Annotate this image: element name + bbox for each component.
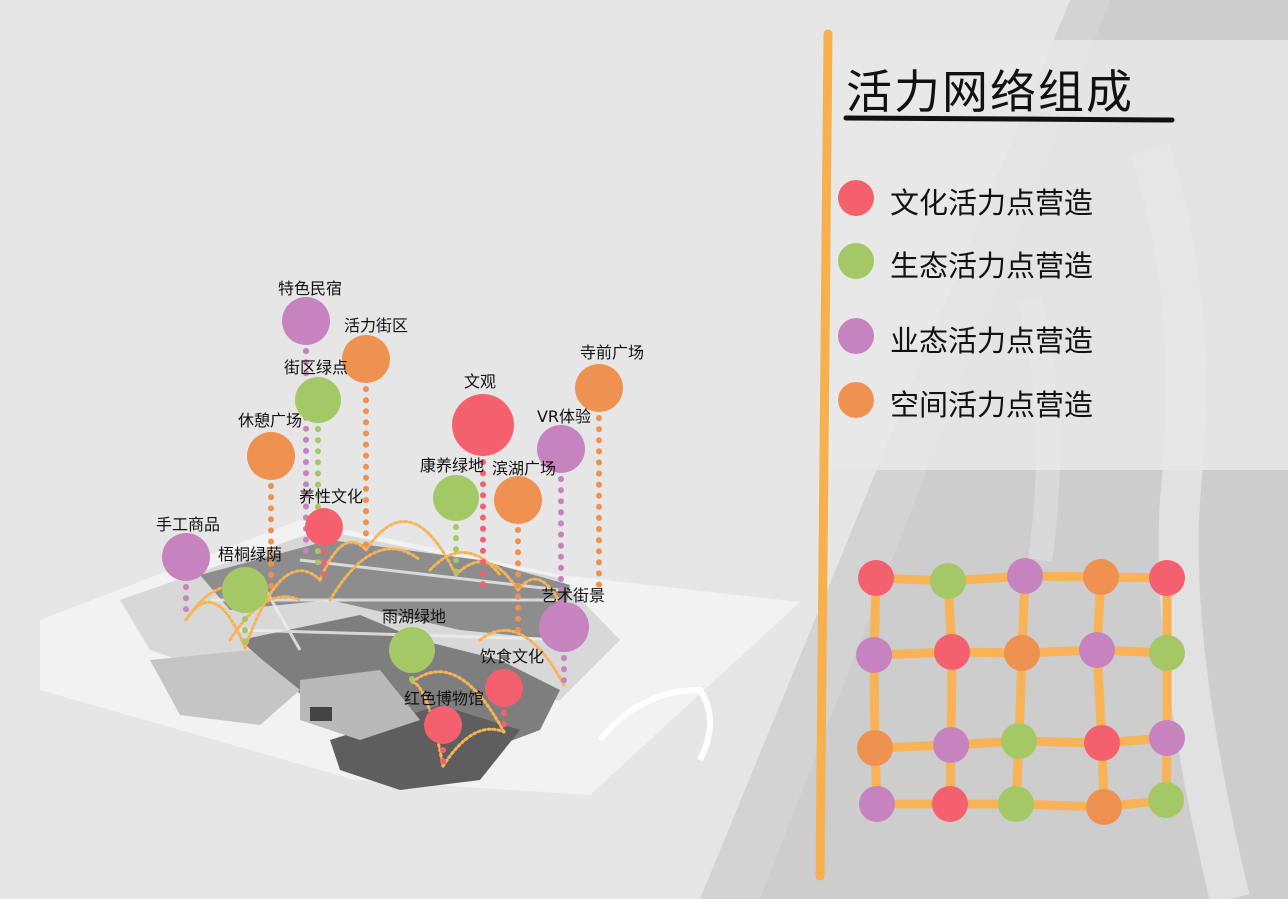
legend-dot-business — [838, 318, 874, 354]
grid-node-business — [1149, 720, 1185, 756]
map-point-space — [575, 364, 623, 412]
map-point-space — [342, 335, 390, 383]
map-point-label: VR体验 — [537, 407, 591, 426]
grid-node-business — [933, 727, 969, 763]
legend-dot-space — [838, 382, 874, 418]
legend-dot-culture — [838, 180, 874, 216]
map-point-culture — [424, 706, 462, 744]
grid-node-ecology — [1148, 782, 1184, 818]
network-arc — [410, 670, 506, 734]
network-arc — [516, 577, 563, 607]
network-arc — [228, 595, 302, 642]
network-arc — [428, 551, 502, 577]
map-point-label: 手工商品 — [156, 515, 220, 534]
map-point-business — [282, 297, 330, 345]
map-point-label: 梧桐绿荫 — [218, 545, 282, 564]
grid-node-business — [856, 637, 892, 673]
network-grid — [856, 558, 1185, 825]
grid-node-business — [859, 786, 895, 822]
network-arc — [243, 569, 322, 650]
map-point-business — [162, 533, 210, 581]
map-point-label: 康养绿地 — [420, 456, 484, 475]
grid-node-culture — [1084, 725, 1120, 761]
legend-item-ecology: 生态活力点营造 — [890, 249, 1094, 283]
map-point-label: 寺前广场 — [580, 343, 644, 362]
grid-node-space — [1004, 635, 1040, 671]
map-point-label: 活力街区 — [344, 316, 408, 335]
map-point-label: 红色博物馆 — [404, 689, 484, 708]
map-point-space — [494, 476, 542, 524]
grid-node-ecology — [930, 563, 966, 599]
map-point-label: 特色民宿 — [278, 279, 342, 298]
map-point-label: 雨湖绿地 — [382, 607, 446, 626]
grid-node-business — [1007, 558, 1043, 594]
legend-item-space: 空间活力点营造 — [890, 388, 1094, 422]
legend-dot-ecology — [838, 243, 874, 279]
grid-node-space — [1086, 789, 1122, 825]
network-arc — [478, 629, 566, 687]
map-point-label: 街区绿点 — [284, 358, 348, 377]
map-point-ecology — [433, 475, 479, 521]
map-point-label: 文观 — [464, 372, 496, 391]
legend-item-culture: 文化活力点营造 — [890, 186, 1094, 220]
map-point-culture — [452, 394, 514, 456]
map-point-ecology — [389, 627, 435, 673]
network-arc — [441, 727, 506, 768]
legend-item-business: 业态活力点营造 — [890, 324, 1094, 358]
grid-node-culture — [858, 560, 894, 596]
map-point-business — [537, 425, 585, 473]
map-point-label: 养性文化 — [299, 487, 363, 506]
map-point-ecology — [222, 567, 268, 613]
network-arc — [410, 680, 445, 768]
legend-title-underline — [843, 115, 1175, 123]
grid-node-ecology — [998, 786, 1034, 822]
map-point-culture — [485, 669, 523, 707]
map-point-label: 滨湖广场 — [492, 459, 556, 478]
legend-divider — [815, 29, 833, 881]
map-point-label: 艺术街景 — [541, 586, 605, 605]
legend-title: 活力网络组成 — [846, 65, 1134, 119]
grid-node-space — [1083, 559, 1119, 595]
grid-node-culture — [932, 786, 968, 822]
grid-node-ecology — [1149, 635, 1185, 671]
map-point-ecology — [295, 377, 341, 423]
map-point-space — [247, 432, 295, 480]
map-point-business — [539, 602, 589, 652]
grid-node-business — [1079, 632, 1115, 668]
map-point-culture — [305, 508, 343, 546]
map-point-label: 休憩广场 — [238, 411, 302, 430]
network-arc — [328, 547, 422, 602]
network-arc — [318, 540, 368, 582]
grid-node-space — [857, 730, 893, 766]
grid-node-culture — [1149, 560, 1185, 596]
map-point-label: 饮食文化 — [480, 647, 544, 666]
grid-node-ecology — [1001, 723, 1037, 759]
map-points-layer: 特色民宿活力街区街区绿点休憩广场 文观 寺前广场 VR体验康养绿地滨湖广场养性文化手工… — [156, 279, 644, 769]
grid-node-culture — [934, 634, 970, 670]
